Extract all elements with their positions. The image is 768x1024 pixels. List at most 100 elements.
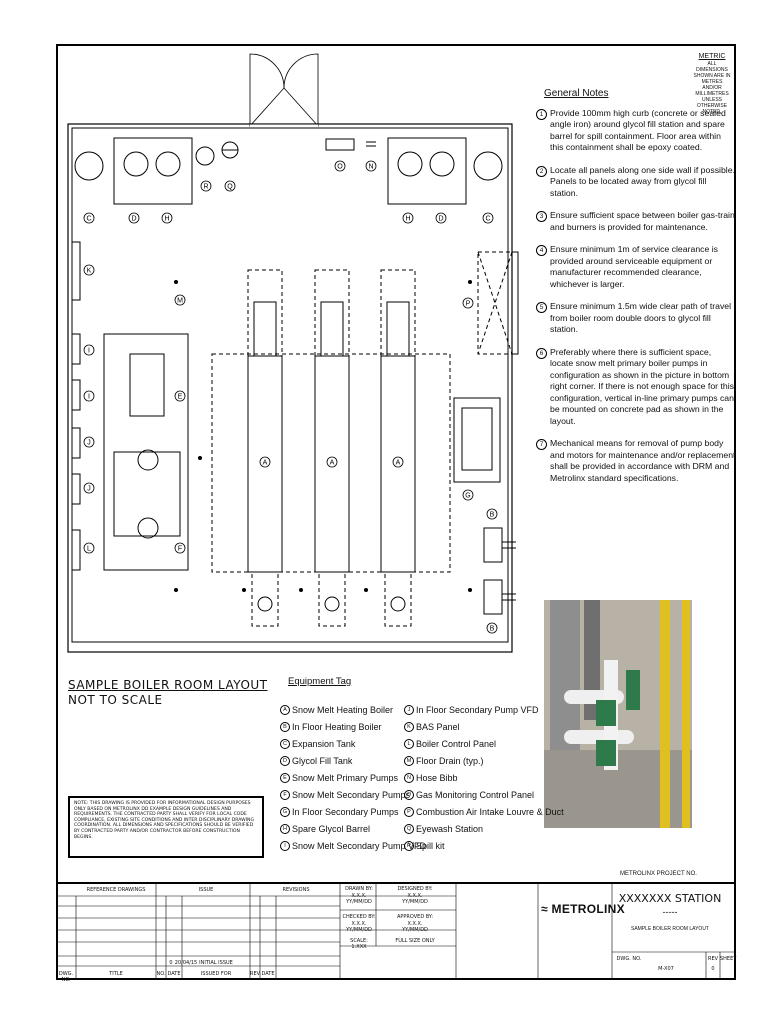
svg-text:D: D [131,216,136,223]
svg-text:P: P [466,301,471,308]
note-text: Preferably where there is sufficient spa… [550,346,734,426]
issued-for-col-label: ISSUED FOR [200,971,232,977]
equipment-label: Gas Monitoring Control Panel [416,789,535,800]
dwg-no-value: M-X07 [658,966,674,972]
equipment-label: Spare Glycol Barrel [292,823,371,834]
sheet-label: SHEET [720,956,737,962]
equipment-tag: P [404,806,414,817]
layout-title-scale: NOT TO SCALE [68,693,163,707]
svg-text:C: C [485,216,490,223]
note-number: 1 [536,108,547,120]
note-text: Ensure minimum 1.5m wide clear path of t… [550,301,732,334]
approved-by-name: X.X.X. [407,921,423,927]
svg-text:C: C [86,216,91,223]
equipment-label: Snow Melt Secondary Pump VFD [292,840,427,851]
svg-text:L: L [87,546,91,553]
logo-text: METROLINX [551,902,625,916]
svg-text:B: B [490,512,495,519]
svg-text:I: I [88,394,90,401]
equipment-tag: H [280,823,290,834]
issue-header: ISSUE [198,887,214,893]
date-col-label: DATE [167,971,181,977]
rev-date-col-label: DATE [261,971,275,977]
svg-text:M: M [177,298,183,305]
note-text: Ensure minimum 1m of service clearance i… [550,244,719,289]
full-size-label: FULL SIZE ONLY [395,938,435,944]
metric-note: METRIC ALL DIMENSIONS SHOWN ARE IN METRE… [692,52,732,115]
svg-text:A: A [330,460,335,467]
equipment-tag: N [404,772,414,783]
checked-by-label: CHECKED BY: [342,914,376,920]
equipment-tag: G [280,806,290,817]
rev-value: 0 [711,966,715,972]
drawing-sheet [56,44,736,980]
no-col-label: NO. [156,971,166,977]
note-number: 4 [536,245,547,256]
equipment-label: Spill kit [416,840,445,851]
svg-text:J: J [87,486,91,493]
svg-text:F: F [178,546,182,553]
title-block: REFERENCE DRAWINGS ISSUE REVISIONS DRAWN… [56,882,737,983]
svg-text:E: E [178,394,183,401]
layout-title-main: SAMPLE BOILER ROOM LAYOUT [68,678,268,692]
checked-by-date: YY/MM/DD [346,927,372,933]
equipment-label: Snow Melt Primary Pumps [292,772,399,783]
equipment-label: In Floor Secondary Pumps [292,806,399,817]
note-text: Ensure sufficient space between boiler g… [550,210,735,232]
issue-row-no: 0 [169,960,173,966]
note-text: Provide 100mm high curb (concrete or sea… [550,107,726,153]
svg-text:R: R [203,184,208,191]
rev-label: REV [707,956,719,962]
approved-by-date: YY/MM/DD [402,927,428,933]
equipment-tag-title: Equipment Tag [288,676,352,687]
note-text: Locate all panels along one side wall if… [550,164,735,198]
station-name: XXXXXXX STATION [618,892,722,905]
equipment-tag: B [280,721,290,732]
drawn-by-label: DRAWN BY: [345,886,373,892]
title-col-label: TITLE [109,971,123,977]
scale-label: SCALE: 1:XXX [350,938,368,950]
svg-text:A: A [263,460,268,467]
equipment-label: Floor Drain (typ.) [416,755,484,766]
svg-text:N: N [368,164,373,171]
equipment-tag: K [404,721,414,732]
note-number: 3 [536,211,547,222]
equipment-label: In Floor Heating Boiler [292,721,382,732]
equipment-tag: A [280,704,290,715]
dwg-no-label: DWG. NO. [616,956,642,962]
svg-text:G: G [465,493,470,500]
sheet-title: SAMPLE BOILER ROOM LAYOUT [631,926,709,932]
note-text: Mechanical means for removal of pump bod… [550,438,736,483]
svg-text:H: H [405,216,410,223]
equipment-tag: L [404,738,414,749]
svg-text:I: I [88,348,90,355]
equipment-tag: M [404,755,414,766]
designed-by-date: YY/MM/DD [402,899,428,905]
pump-photo-illustration [544,600,692,828]
general-notes-title: General Notes [544,88,609,99]
note-number: 6 [536,347,547,359]
equipment-tag: R [404,840,414,851]
equipment-label: Eyewash Station [416,823,484,834]
